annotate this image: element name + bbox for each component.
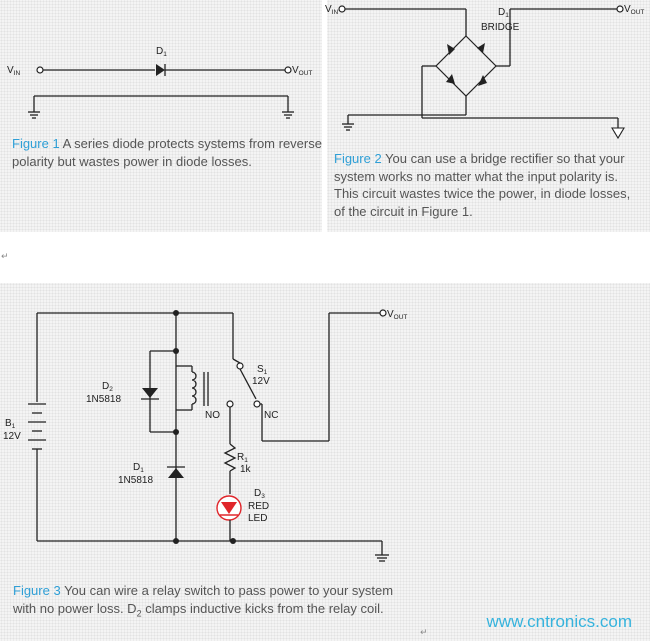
paragraph-mark: ↵ bbox=[420, 628, 428, 638]
fig3-d1-label: D1 bbox=[133, 462, 144, 474]
resistor-r1 bbox=[223, 443, 237, 472]
fig1-vin-label: VIN bbox=[7, 65, 20, 77]
figure1-caption-text: A series diode protects systems from rev… bbox=[12, 136, 322, 169]
fig3-d1-part: 1N5818 bbox=[118, 475, 153, 486]
fig3-vout-label: VOUT bbox=[387, 309, 407, 321]
fig3-nc-label: NC bbox=[264, 410, 278, 421]
fig2-d1-label: D1 bbox=[498, 7, 509, 19]
fig3-b1-label: B1 bbox=[5, 418, 16, 430]
diode-d1 bbox=[168, 468, 184, 478]
figure3-caption-text-b: clamps inductive kicks from the relay co… bbox=[141, 600, 384, 616]
fig1-vout-label: VOUT bbox=[292, 65, 312, 77]
watermark: www.cntronics.com bbox=[486, 612, 632, 631]
figure1-panel bbox=[0, 0, 322, 232]
fig2-vout-label: VOUT bbox=[624, 4, 644, 16]
fig3-r1-label: R1 bbox=[237, 452, 248, 464]
figure3-caption-sub: 2 bbox=[136, 608, 142, 619]
fig2-bridge-label: BRIDGE bbox=[481, 22, 520, 33]
figure1-caption: Figure 1 A series diode protects systems… bbox=[12, 135, 322, 170]
diode-d2 bbox=[142, 388, 158, 398]
fig3-d3-line1: RED bbox=[248, 501, 269, 512]
figure1-schematic: VIN D1 VOUT bbox=[7, 46, 312, 119]
figure2-caption: Figure 2 You can use a bridge rectifier … bbox=[334, 150, 639, 220]
fig3-d3-label: D3 bbox=[254, 488, 265, 500]
fig3-s1-label: S1 bbox=[257, 364, 268, 376]
figure2-caption-text: You can use a bridge rectifier so that y… bbox=[334, 151, 631, 219]
fig2-vin-label: VIN bbox=[325, 4, 338, 16]
figure3-caption-label: Figure 3 bbox=[13, 583, 61, 598]
figure2-schematic: VIN D1 BRIDGE VOUT bbox=[325, 4, 644, 140]
figure3-caption-text-a: You can wire a relay switch to pass powe… bbox=[13, 583, 394, 616]
figure2-panel bbox=[327, 0, 650, 232]
figure3-panel bbox=[0, 283, 650, 641]
fig1-d1-label: D1 bbox=[156, 46, 167, 58]
fig3-no-label: NO bbox=[205, 410, 220, 421]
figure2-caption-label: Figure 2 bbox=[334, 151, 382, 166]
figure1-caption-label: Figure 1 bbox=[12, 136, 60, 151]
relay-coil bbox=[191, 371, 197, 405]
fig3-d3-line2: LED bbox=[248, 513, 267, 524]
fig3-r1-value: 1k bbox=[240, 464, 252, 475]
figure3-schematic: VOUT S1 12V D2 1N5818 B1 12V NO NC R1 1k… bbox=[3, 309, 407, 562]
diode-d1-fig1 bbox=[156, 64, 165, 76]
fig3-b1-value: 12V bbox=[3, 431, 21, 442]
fig3-d2-part: 1N5818 bbox=[86, 394, 121, 405]
fig3-s1-value: 12V bbox=[252, 376, 270, 387]
paragraph-mark: ↵ bbox=[1, 252, 9, 262]
fig3-d2-label: D2 bbox=[102, 381, 113, 393]
figure3-caption: Figure 3 You can wire a relay switch to … bbox=[13, 582, 408, 623]
